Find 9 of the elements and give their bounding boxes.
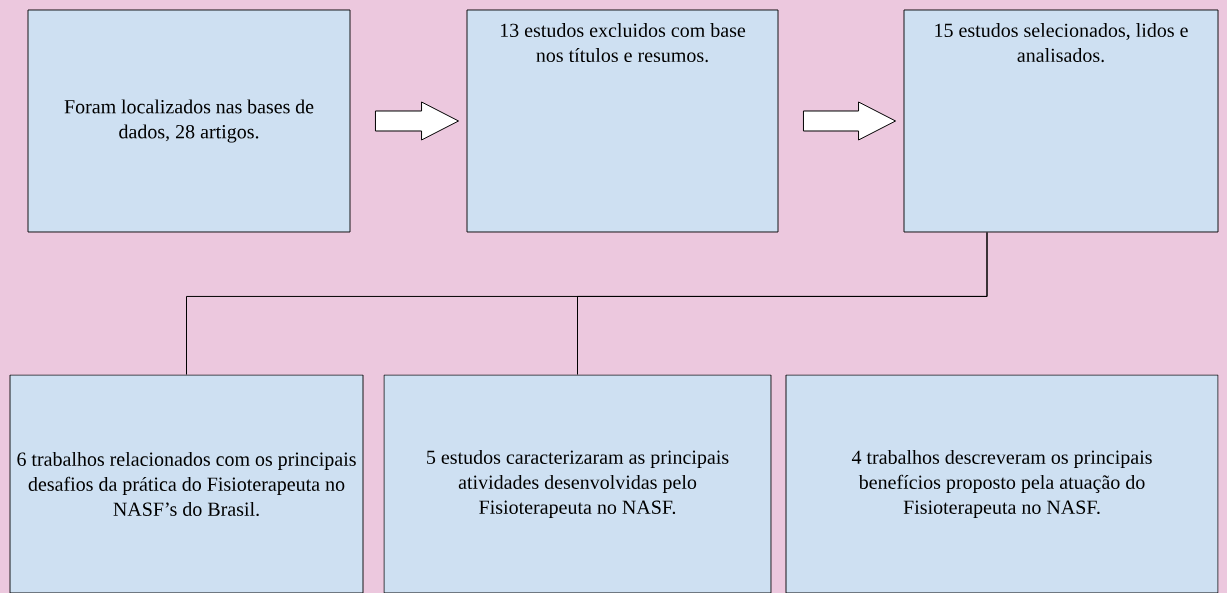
text-box: 15 estudos selecionados, lidos e analisados.	[903, 9, 1219, 233]
connector-line	[577, 231, 988, 376]
text-box: Foram localizados nas bases de dados, 28 artigos.	[27, 9, 351, 233]
block-arrow	[802, 101, 897, 141]
text-box: 4 trabalhos descreveram os principais benefícios proposto pela atuação do Fisioterapeuta no NASF.	[785, 374, 1219, 593]
block-arrow	[374, 101, 460, 141]
text-box: 5 estudos caracterizaram as principais atividades desenvolvidas pelo Fisioterapeuta no NASF.	[383, 374, 772, 593]
text-box: 6 trabalhos relacionados com os principais desafios da prática do Fisioterapeuta no NASF’s do Brasil.	[9, 374, 364, 593]
text-box: 13 estudos excluidos com base nos títulos e resumos.	[466, 9, 779, 233]
